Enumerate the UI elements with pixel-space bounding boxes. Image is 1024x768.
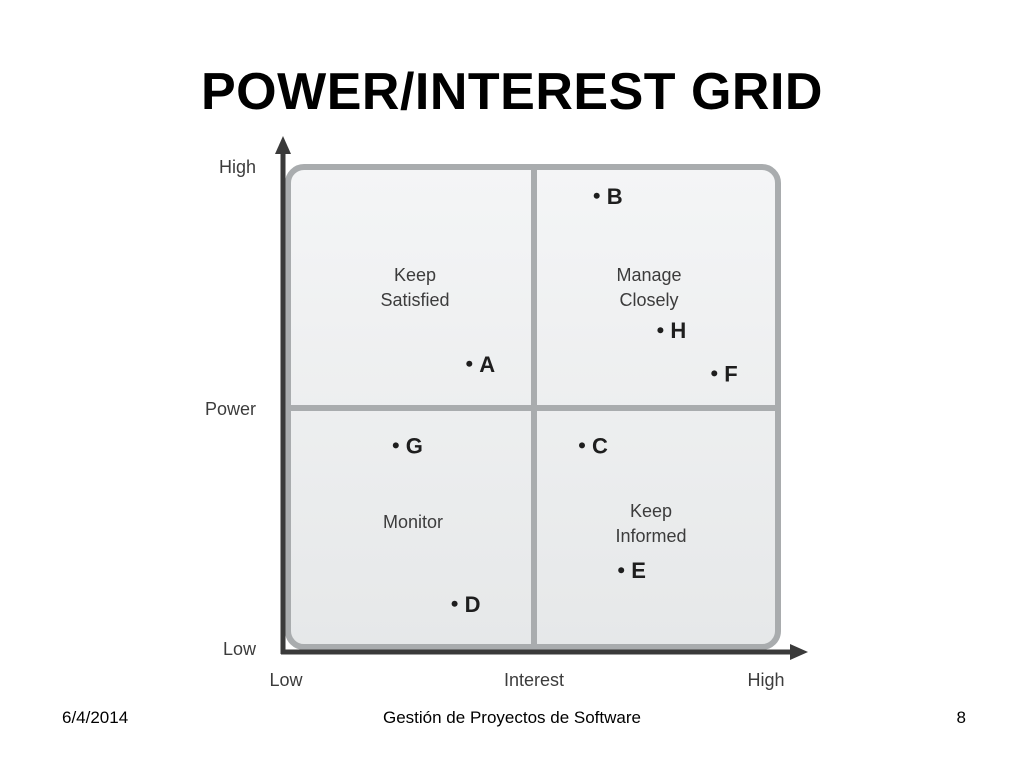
stakeholder-dot-c — [579, 442, 585, 449]
quadrant-label-manage-closely-line2: Closely — [619, 290, 678, 310]
x-axis-low-label: Low — [269, 670, 303, 690]
stakeholder-dot-h — [657, 327, 664, 334]
footer-date: 6/4/2014 — [62, 708, 129, 727]
quadrant-label-keep-satisfied-line2: Satisfied — [380, 290, 449, 310]
stakeholder-label-a: A — [479, 352, 495, 377]
quadrant-label-keep-informed-line1: Keep — [630, 501, 672, 521]
stakeholder-label-b: B — [607, 184, 623, 209]
stakeholder-c: C — [579, 433, 608, 458]
stakeholder-dot-d — [451, 600, 458, 607]
x-axis-title: Interest — [504, 670, 564, 690]
stakeholder-f: F — [711, 361, 738, 386]
stakeholder-dot-a — [466, 360, 473, 367]
stakeholder-label-f: F — [724, 361, 737, 386]
footer-title: Gestión de Proyectos de Software — [383, 708, 641, 727]
stakeholder-dot-g — [392, 442, 399, 449]
stakeholder-h: H — [657, 318, 686, 343]
page-number: 8 — [956, 708, 966, 727]
y-axis-high-label: High — [219, 157, 256, 177]
power-interest-grid: High Power Low Low Interest High Keep Sa… — [205, 136, 808, 690]
stakeholder-dot-e — [618, 567, 625, 574]
quadrant-label-manage-closely-line1: Manage — [616, 265, 681, 285]
stakeholder-g: G — [392, 433, 423, 458]
stakeholder-e: E — [618, 558, 646, 583]
stakeholder-a: A — [466, 352, 495, 377]
x-axis-high-label: High — [747, 670, 784, 690]
stakeholder-label-c: C — [592, 433, 608, 458]
stakeholder-dot-f — [711, 370, 718, 377]
quadrant-label-keep-informed-line2: Informed — [615, 526, 686, 546]
quadrant-label-monitor: Monitor — [383, 512, 443, 532]
stakeholder-points: A B C D E F G H — [392, 184, 738, 617]
stakeholder-dot-b — [593, 192, 600, 199]
slide-title: POWER/INTEREST GRID — [201, 63, 823, 121]
x-axis-arrow-icon — [790, 644, 808, 660]
y-axis-low-label: Low — [223, 639, 257, 659]
quadrant-label-keep-satisfied-line1: Keep — [394, 265, 436, 285]
stakeholder-label-h: H — [670, 318, 686, 343]
stakeholder-label-d: D — [465, 592, 481, 617]
y-axis-title: Power — [205, 399, 256, 419]
stakeholder-d: D — [451, 592, 481, 617]
stakeholder-label-e: E — [631, 558, 646, 583]
stakeholder-b: B — [593, 184, 623, 209]
stakeholder-label-g: G — [406, 433, 423, 458]
y-axis-arrow-icon — [275, 136, 291, 154]
